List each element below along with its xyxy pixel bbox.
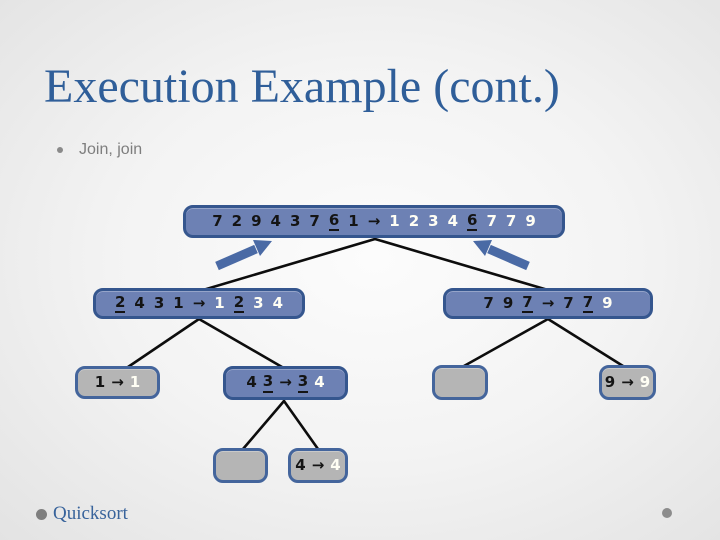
number: 9 — [251, 211, 262, 230]
number: 3 — [428, 211, 439, 230]
number: 6 — [328, 211, 340, 232]
number: 3 — [153, 293, 165, 312]
number: 9 — [525, 211, 536, 230]
arrow-glyph: → — [311, 455, 325, 474]
bullet-text: Join, join — [79, 141, 143, 158]
tree-node-leaf-9: 9 → 9 — [599, 365, 656, 400]
number: 2 — [231, 211, 243, 230]
number: 1 — [389, 211, 400, 230]
arrow-glyph: → — [111, 372, 124, 391]
arrow-glyph: → — [541, 293, 555, 312]
page-title: Execution Example (cont.) — [44, 60, 560, 113]
arrow-glyph: → — [621, 372, 634, 391]
footer-bullet-icon — [36, 508, 47, 520]
tree-node-empty-left — [432, 365, 488, 400]
number: 7 — [563, 293, 574, 312]
number: 6 — [467, 211, 478, 232]
number: 4 — [272, 293, 284, 312]
number: 4 — [330, 455, 341, 474]
number: 1 — [173, 293, 184, 312]
number: 3 — [262, 373, 274, 393]
number: 4 — [447, 211, 459, 230]
join-arrow-left-icon — [215, 240, 272, 271]
tree-connector-line — [126, 237, 625, 451]
number: 7 — [582, 293, 594, 314]
number: 9 — [639, 372, 651, 391]
number: 2 — [408, 211, 420, 230]
number: 1 — [214, 293, 225, 312]
slide-progress-dot — [662, 508, 672, 518]
number: 4 — [270, 211, 281, 230]
number: 2 — [114, 293, 126, 314]
number: 7 — [505, 211, 517, 230]
number: 4 — [134, 293, 145, 312]
number: 1 — [348, 211, 359, 230]
tree-node-empty-bottom — [213, 448, 268, 483]
number: 2 — [233, 293, 245, 314]
arrow-glyph: → — [367, 211, 381, 230]
number: 3 — [289, 211, 301, 230]
number: 4 — [295, 455, 306, 474]
tree-node-leaf-1: 1 → 1 — [75, 366, 160, 399]
number: 7 — [522, 293, 533, 314]
number: 1 — [129, 372, 141, 391]
arrow-glyph: → — [279, 373, 292, 392]
number: 9 — [502, 293, 514, 312]
bullet-dot-icon — [57, 147, 63, 153]
number: 4 — [246, 373, 257, 392]
number: 1 — [94, 372, 106, 391]
tree-node-leaf-4: 4 → 4 — [288, 448, 348, 483]
number: 7 — [483, 293, 494, 312]
number: 7 — [212, 211, 223, 230]
number: 9 — [604, 372, 616, 391]
footer: Quicksort — [36, 503, 128, 525]
number: 7 — [309, 211, 320, 230]
arrow-glyph: → — [192, 293, 206, 312]
number: 4 — [314, 373, 325, 392]
number: 7 — [486, 211, 497, 230]
bullet-item: Join, join — [57, 141, 142, 159]
footer-label: Quicksort — [53, 503, 128, 524]
number: 9 — [602, 293, 613, 312]
join-arrow-right-icon — [473, 240, 530, 271]
number: 3 — [297, 373, 309, 393]
number: 3 — [253, 293, 264, 312]
